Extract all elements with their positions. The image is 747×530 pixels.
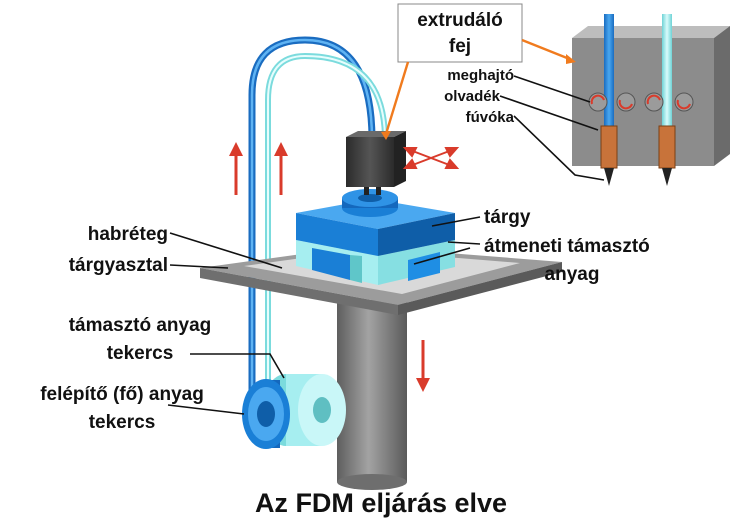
nozzle-detail-inset [572, 14, 730, 186]
label-nozzle: fúvóka [466, 109, 515, 126]
z-column [337, 300, 407, 490]
build-material-spool [242, 379, 290, 449]
label-support-spool-2: tekercs [107, 343, 174, 364]
label-support-spool-1: támasztó anyag [69, 315, 212, 336]
xy-motion-arrows-icon [402, 147, 460, 169]
label-build-spool-2: tekercs [89, 412, 156, 433]
up-arrow-icon [229, 142, 243, 195]
extruder-head [346, 131, 406, 195]
label-build-spool-1: felépítő (fő) anyag [40, 384, 204, 405]
built-object [296, 189, 455, 285]
label-object: tárgy [484, 207, 531, 228]
down-arrow-icon [416, 340, 430, 392]
leader-lines [167, 38, 605, 415]
filament-tubes [248, 36, 388, 410]
label-temp-support-2: anyag [545, 264, 600, 285]
label-build-table: tárgyasztal [69, 255, 168, 276]
label-drive: meghajtó [447, 67, 514, 84]
label-extruder-head-2: fej [449, 36, 471, 57]
up-arrow-icon [274, 142, 288, 195]
page-title: Az FDM eljárás elve [255, 488, 507, 518]
label-foam-layer: habréteg [88, 224, 168, 245]
extruder-head-callout: extrudáló fej [397, 3, 523, 63]
label-melt: olvadék [444, 88, 501, 105]
label-extruder-head-1: extrudáló [417, 10, 503, 31]
rotation-arrow-icon [588, 92, 694, 112]
label-temp-support-1: átmeneti támasztó [484, 236, 650, 257]
